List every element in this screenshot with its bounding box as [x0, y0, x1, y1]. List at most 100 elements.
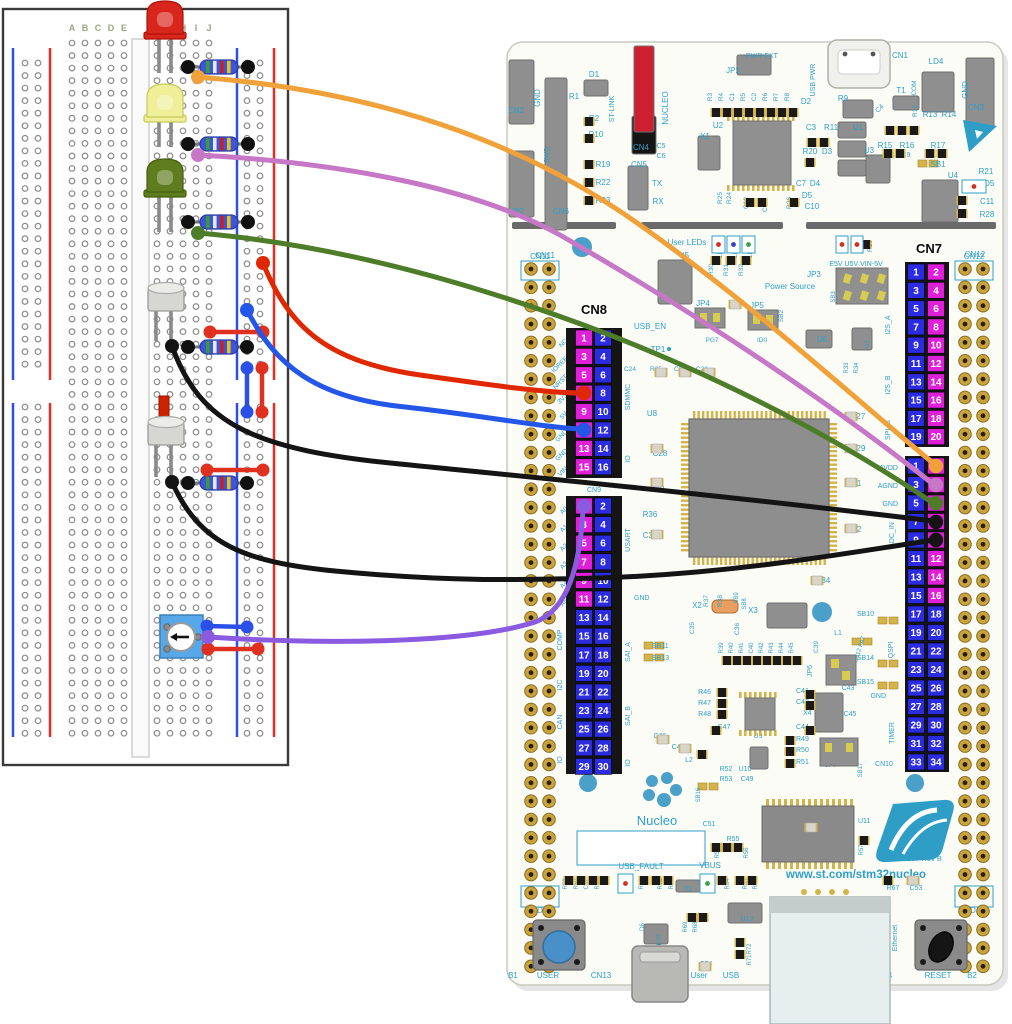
breadboard-hole	[192, 39, 200, 47]
breadboard-hole	[205, 416, 213, 423]
pin-number-CN9-23: 23	[578, 706, 590, 717]
pin-number-CN8-3: 3	[581, 352, 587, 363]
ethernet-jack-pin	[815, 889, 821, 895]
pin-CN7-16	[927, 391, 945, 409]
silk-label: 5V	[559, 410, 570, 421]
breadboard-hole	[120, 328, 128, 336]
passive	[804, 701, 816, 710]
morpho-hole-center	[980, 541, 986, 547]
morpho-hole-center	[546, 284, 552, 290]
breadboard-hole	[81, 114, 89, 122]
breadboard-hole	[179, 127, 187, 135]
silk-label: D6	[640, 923, 646, 931]
jumper-wire	[200, 619, 254, 634]
breadboard-hole	[68, 453, 76, 461]
pin-number-CN10-20: 20	[930, 628, 942, 639]
breadboard-hole	[256, 529, 264, 536]
passive-body	[790, 198, 798, 207]
passive-body	[860, 836, 868, 845]
breadboard-hole	[81, 152, 89, 160]
silk-label: C53	[910, 885, 923, 892]
pin-CN10-16	[927, 587, 945, 604]
breadboard-hole	[120, 365, 128, 373]
component-block	[508, 59, 535, 125]
breadboard-hole	[107, 541, 115, 549]
silk-label: C44	[796, 724, 809, 731]
morpho-hole-center	[528, 780, 534, 786]
breadboard-hole	[34, 717, 42, 725]
breadboard-hole	[256, 222, 264, 230]
breadboard-hole	[68, 340, 76, 348]
breadboard-hole	[205, 52, 213, 59]
ic-pin	[762, 185, 765, 191]
pin-CN10-5	[907, 494, 925, 512]
breadboard-hole	[21, 235, 29, 243]
passive-body	[742, 256, 750, 265]
breadboard-hole	[243, 504, 251, 511]
ethernet-jack-pin	[801, 889, 807, 895]
breadboard-hole	[256, 272, 264, 280]
breadboard-hole	[166, 579, 174, 587]
cap-body	[805, 822, 817, 833]
ic-pin	[752, 115, 755, 121]
passive	[732, 843, 744, 852]
breadboard-hole	[192, 114, 200, 122]
breadboard-hole	[81, 428, 89, 436]
mcu-chip	[681, 411, 837, 565]
ic-pin	[778, 799, 781, 806]
breadboard-hole	[34, 109, 42, 117]
breadboard-hole	[34, 591, 42, 599]
passive-body	[585, 117, 593, 126]
morpho-hole-center	[528, 321, 534, 327]
wire-violet	[195, 152, 936, 487]
jumper-end-dot	[240, 361, 254, 375]
silk-label: I2C	[557, 680, 564, 691]
breadboard-hole	[34, 416, 42, 423]
pin-number-CN10-34: 34	[930, 758, 942, 769]
silk-label: X4	[803, 710, 812, 717]
breadboard-hole	[205, 428, 213, 436]
breadboard-hole	[166, 152, 174, 160]
breadboard-hole	[205, 516, 213, 524]
breadboard-hole	[179, 579, 187, 587]
breadboard-hole	[256, 516, 264, 524]
pin-CN10-14	[927, 568, 945, 586]
breadboard-hole	[192, 503, 200, 511]
mcu-pin	[681, 526, 689, 529]
breadboard-hole	[34, 260, 42, 268]
breadboard-hole	[81, 353, 89, 361]
pin-CN7-2	[927, 263, 945, 281]
passive-body	[786, 747, 794, 756]
morpho-hole-center	[980, 615, 986, 621]
pin-number-CN9-4: 4	[600, 520, 606, 531]
breadboard-hole	[81, 303, 89, 310]
breadboard-hole	[192, 416, 200, 423]
wire-orange	[195, 74, 936, 466]
pin-CN9-24	[594, 702, 612, 719]
breadboard-hole	[21, 210, 29, 218]
button-pin	[538, 925, 544, 931]
breadboard-hole	[34, 704, 42, 712]
ic-pin	[754, 692, 757, 698]
mcu-pin	[681, 481, 689, 484]
breadboard-hole	[205, 554, 213, 561]
mcu-pin	[681, 499, 689, 502]
breadboard-hole	[243, 591, 251, 599]
breadboard-hole	[21, 348, 29, 356]
pushbutton-cap	[147, 415, 185, 429]
breadboard-hole	[120, 629, 128, 637]
morpho-hole-center	[962, 266, 968, 272]
breadboard-hole	[21, 134, 29, 142]
breadboard-hole	[107, 529, 115, 536]
morpho-hole-center	[546, 450, 552, 455]
passive-body	[926, 149, 934, 158]
silk-label: C41	[796, 688, 809, 695]
breadboard-hole	[205, 165, 213, 172]
silk-label: SAI_B	[625, 706, 632, 726]
board-led	[726, 235, 741, 254]
pin-number-CN7-20: 20	[930, 432, 942, 443]
silk-label: A1	[559, 523, 570, 534]
silk-label: QSPI	[888, 642, 895, 659]
jumper-pin	[842, 671, 850, 680]
silk-label: D5	[802, 191, 813, 200]
